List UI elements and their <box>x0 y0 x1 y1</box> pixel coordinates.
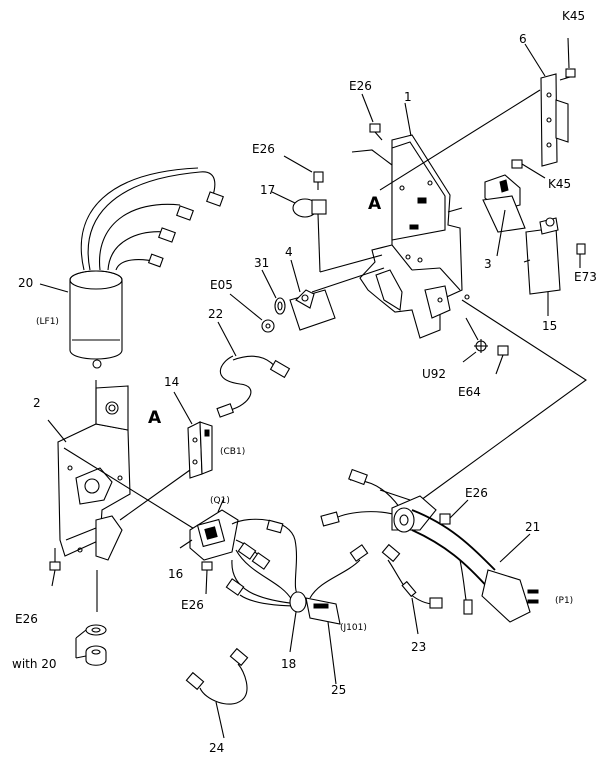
part-31-washer <box>274 297 286 315</box>
part-23-wire <box>381 543 443 635</box>
label-e73: E73 <box>574 270 597 284</box>
label-14: 14 <box>164 375 179 389</box>
part-25-connector <box>305 544 369 685</box>
screw-e26-mid <box>313 171 324 190</box>
screw-e26-low <box>201 561 213 595</box>
label-3: 3 <box>484 257 492 271</box>
part-20-line-filter <box>69 167 224 369</box>
label-e26-mid: E26 <box>252 142 275 156</box>
label-cb1: (CB1) <box>220 447 245 457</box>
screw-e26-top <box>369 123 383 141</box>
label-a-top: A <box>368 194 382 214</box>
label-e26-top: E26 <box>349 79 372 93</box>
label-e26-low: E26 <box>181 598 204 612</box>
label-u92: U92 <box>422 367 446 381</box>
part-22-wire <box>216 355 291 418</box>
label-k45-top: K45 <box>562 9 585 23</box>
part-18-clamp <box>289 591 307 653</box>
label-e05: E05 <box>210 278 233 292</box>
label-with-20: with 20 <box>12 657 57 671</box>
part-6-bracket <box>540 73 569 167</box>
part-24-wire <box>185 647 249 739</box>
label-16: 16 <box>168 567 183 581</box>
part-17-clip <box>292 198 383 273</box>
label-a-left: A <box>148 408 162 428</box>
screw-e05 <box>261 319 275 333</box>
label-22: 22 <box>208 307 223 321</box>
label-q1: (Q1) <box>210 496 230 506</box>
screw-k45-mid <box>511 159 546 179</box>
label-p1: (P1) <box>555 596 573 606</box>
label-k45-mid: K45 <box>548 177 571 191</box>
part-16-socket <box>189 509 239 561</box>
label-24: 24 <box>209 741 224 755</box>
screw-k45-top <box>559 68 576 81</box>
screw-e26-left <box>49 561 61 587</box>
socket-wiring <box>225 518 301 607</box>
screw-e64 <box>495 345 509 375</box>
label-2: 2 <box>33 396 41 410</box>
label-e26-left: E26 <box>15 612 38 626</box>
label-j101: (J101) <box>340 623 367 633</box>
label-23: 23 <box>411 640 426 654</box>
part-3-bracket <box>482 174 526 233</box>
label-18: 18 <box>281 657 296 671</box>
label-e26-right: E26 <box>465 486 488 500</box>
label-lf1: (LF1) <box>36 317 59 327</box>
part-2-bracket <box>57 385 131 561</box>
star-washer-u92 <box>474 339 488 353</box>
label-e64: E64 <box>458 385 481 399</box>
part-4-bracket <box>289 267 385 331</box>
screw-e26-right <box>439 499 469 525</box>
label-25: 25 <box>331 683 346 697</box>
label-1: 1 <box>404 90 412 104</box>
part-1-main-frame <box>359 134 470 339</box>
label-17: 17 <box>260 183 275 197</box>
label-4: 4 <box>285 245 293 259</box>
part-21-power-cord <box>320 468 539 623</box>
screw-e73 <box>576 243 586 268</box>
part-15-switch <box>523 217 561 295</box>
label-6: 6 <box>519 32 527 46</box>
label-15: 15 <box>542 319 557 333</box>
label-21: 21 <box>525 520 540 534</box>
label-20: 20 <box>18 276 33 290</box>
part-14-circuit-breaker <box>187 421 213 479</box>
label-31: 31 <box>254 256 269 270</box>
washers-with-20 <box>75 570 107 666</box>
